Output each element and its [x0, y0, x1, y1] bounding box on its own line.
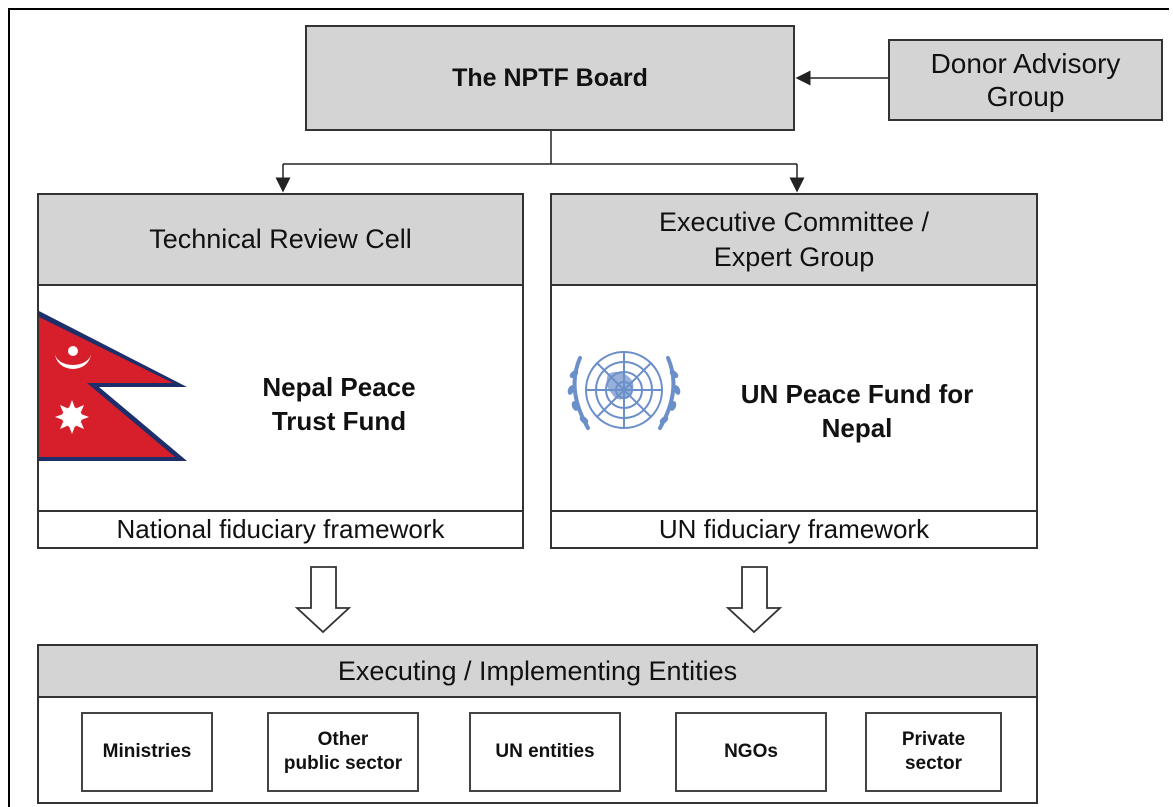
donor-label-line2: Group: [986, 81, 1065, 112]
executive-committee-line2: Expert Group: [713, 241, 875, 272]
entity-other-public-sector: Other public sector: [267, 712, 419, 792]
left-flow-arrow: [294, 566, 352, 634]
entity-ministries: Ministries: [81, 712, 213, 792]
entity-label-line2: public sector: [283, 753, 403, 774]
nepal-flag-icon: [39, 311, 187, 461]
entity-label-line1: Other: [317, 729, 369, 750]
entity-label-line1: UN entities: [495, 741, 595, 762]
un-framework-footer: UN fiduciary framework: [552, 510, 1036, 547]
executing-entities-panel: Executing / Implementing Entities Minist…: [37, 644, 1038, 804]
executive-committee-line1: Executive Committee /: [658, 206, 930, 237]
un-fund-line1: UN Peace Fund for: [740, 379, 974, 409]
entity-ngos: NGOs: [675, 712, 827, 792]
un-fund-line2: Nepal: [821, 413, 893, 443]
executive-committee-panel: Executive Committee / Expert Group: [550, 193, 1038, 549]
nptf-board-box: The NPTF Board: [305, 25, 795, 131]
nepal-fund-line1: Nepal Peace: [262, 372, 416, 402]
diagram-frame: [8, 8, 1169, 807]
entity-label-line1: NGOs: [724, 741, 778, 762]
un-fund-name: UN Peace Fund for Nepal: [712, 377, 1002, 445]
un-framework-label: UN fiduciary framework: [658, 514, 930, 544]
executing-entities-title: Executing / Implementing Entities: [337, 655, 738, 686]
technical-review-cell-title: Technical Review Cell: [149, 224, 412, 254]
executive-committee-header: Executive Committee / Expert Group: [552, 195, 1036, 286]
national-framework-footer: National fiduciary framework: [39, 510, 522, 547]
right-flow-arrow: [725, 566, 783, 634]
national-framework-label: National fiduciary framework: [116, 514, 445, 544]
nepal-fund-name: Nepal Peace Trust Fund: [219, 370, 459, 438]
entity-label-line1: Private: [901, 729, 966, 750]
technical-review-cell-header: Technical Review Cell: [39, 195, 522, 286]
board-title: The NPTF Board: [452, 63, 648, 92]
entity-label-line1: Ministries: [102, 741, 192, 762]
technical-review-cell-panel: Technical Review Cell Nepal Peace Trust …: [37, 193, 524, 549]
donor-advisory-group-box: Donor Advisory Group: [888, 39, 1163, 121]
entity-private-sector: Private sector: [865, 712, 1002, 792]
un-emblem-icon: [567, 351, 681, 430]
entity-un-entities: UN entities: [469, 712, 621, 792]
executing-entities-header: Executing / Implementing Entities: [39, 646, 1036, 698]
donor-label-line1: Donor Advisory: [930, 48, 1121, 79]
entity-label-line2: sector: [904, 753, 963, 774]
nepal-fund-line2: Trust Fund: [271, 406, 407, 436]
